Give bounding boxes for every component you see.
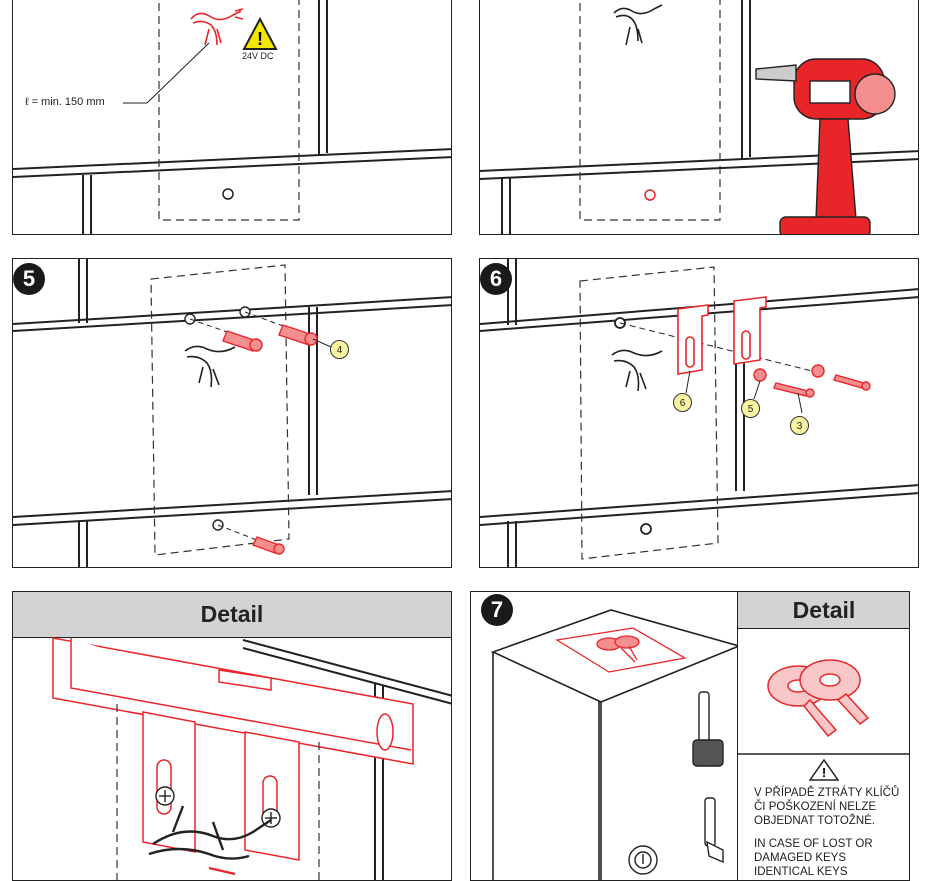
step-number-badge: 7 [481,594,513,626]
screw-icon [773,374,871,398]
step-number-badge: 5 [13,263,45,295]
cabinet-latch [628,691,724,875]
panel-step-7: 7 Detail ! V PŘÍPADĚ ZTRÁTY KLÍČŮ ČI POŠ… [470,591,910,881]
panel-step-5: 5 4 [12,258,452,568]
part-callout-screw: 3 [790,416,809,435]
panel-drilling [479,0,919,235]
key-icon [767,659,870,738]
device-outline [579,266,719,560]
panel-wiring-prep: ! 24V DC ℓ = min. 150 mm [12,0,452,235]
wire-icon [184,345,236,388]
device-back-panel [52,637,414,765]
key-icon [555,627,687,673]
device-outline [579,0,721,221]
step-number-badge: 6 [480,263,512,295]
panel-step-6: 6 6 5 3 [479,258,919,568]
warning-text-cz: V PŘÍPADĚ ZTRÁTY KLÍČŮ ČI POŠKOZENÍ NELZ… [754,787,900,827]
min-length-label: ℓ = min. 150 mm [25,96,105,108]
detail-title: Detail [738,592,909,629]
dowel-icon [222,324,318,555]
wall-drill-illustration [480,0,918,234]
part-callout-bracket: 6 [673,393,692,412]
device-outline [158,0,300,221]
wire-icon [613,4,663,46]
detail-title: Detail [13,592,451,638]
bracket-detail-illustration [52,637,451,880]
bracket-mount-illustration [480,259,918,567]
panel-detail-bracket: Detail [12,591,452,881]
wire-icon [190,8,244,46]
device-outline [150,264,290,556]
warning-triangle-icon: ! [808,758,840,781]
warning-text-en: IN CASE OF LOST OR DAMAGED KEYS IDENTICA… [754,838,873,878]
cabinet-key-illustration [490,609,740,880]
svg-text:!: ! [257,29,263,49]
wire-icon [148,805,272,876]
wall-tiles-illustration: ! [13,0,451,234]
dowel-insert-illustration [13,259,451,567]
bracket-plate [677,296,767,375]
drill-hole-marker [644,189,656,201]
washer-icon [753,364,825,382]
part-callout-dowel: 4 [330,340,349,359]
screw-hole [222,188,234,200]
wire-icon [611,349,663,392]
warning-triangle-icon: ! [242,16,278,50]
svg-text:!: ! [822,765,826,780]
part-callout-washer: 5 [741,399,760,418]
voltage-label: 24V DC [242,51,274,61]
key-detail-box: Detail ! V PŘÍPADĚ ZTRÁTY KLÍČŮ ČI POŠKO… [737,592,909,880]
key-detail-illustration: ! [738,659,909,781]
drill-icon [755,58,896,234]
